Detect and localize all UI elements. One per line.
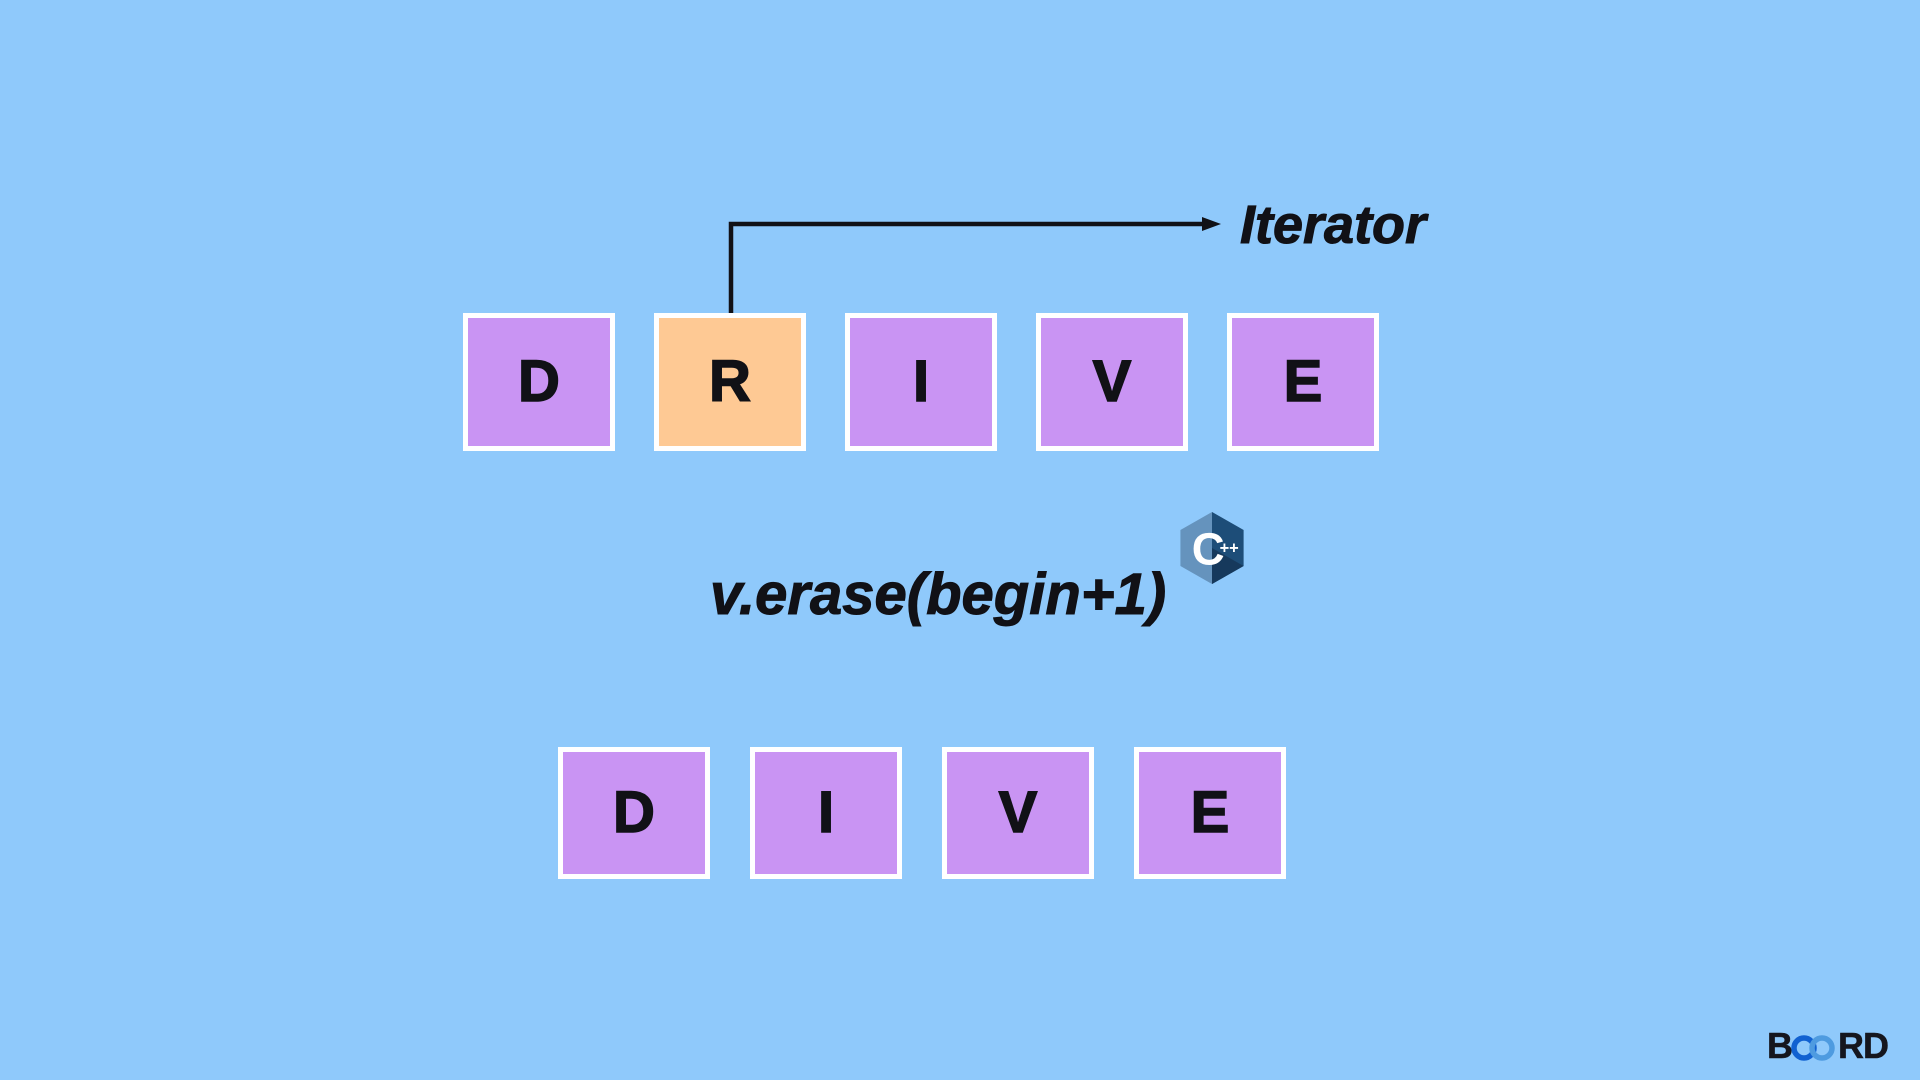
vector-cell-v: V [1036,313,1188,451]
iterator-arrow [728,217,1221,313]
board-logo-suffix: RD [1838,1025,1890,1066]
vector-row-after: D I V E [558,747,1286,879]
vector-cell-e: E [1227,313,1379,451]
vector-cell-v: V [942,747,1094,879]
iterator-arrow-line [728,221,1204,313]
cell-letter: V [1092,349,1132,414]
cpp-logo-plusplus: ++ [1220,540,1239,558]
cell-letter: E [1283,349,1323,414]
vector-cell-d: D [463,313,615,451]
cell-letter: D [517,349,560,414]
vector-row-before: D R I V E [463,313,1379,451]
board-logo-prefix: B [1767,1025,1794,1066]
cell-letter: E [1190,780,1230,845]
board-logo: B RD [1767,1025,1890,1066]
cell-letter: I [817,780,835,845]
cpp-logo-icon: C ++ [1180,512,1244,584]
cell-letter: I [912,349,930,414]
erase-code-label: v.erase(begin+1) [709,562,1167,627]
cell-letter: D [612,780,655,845]
infinity-right-loop [1809,1035,1835,1061]
cell-letter: R [708,349,751,414]
cpp-logo-letter-c: C [1192,523,1225,574]
vector-cell-d: D [558,747,710,879]
cpp-hexagon-darker [1212,548,1244,584]
vector-cell-e: E [1134,747,1286,879]
vector-cell-i: I [845,313,997,451]
iterator-label: Iterator [1239,195,1427,255]
cell-letter: V [998,780,1038,845]
vector-cell-i: I [750,747,902,879]
iterator-arrowhead [1202,217,1221,231]
vector-cell-r-highlighted: R [654,313,806,451]
infinity-icon [1791,1035,1835,1061]
